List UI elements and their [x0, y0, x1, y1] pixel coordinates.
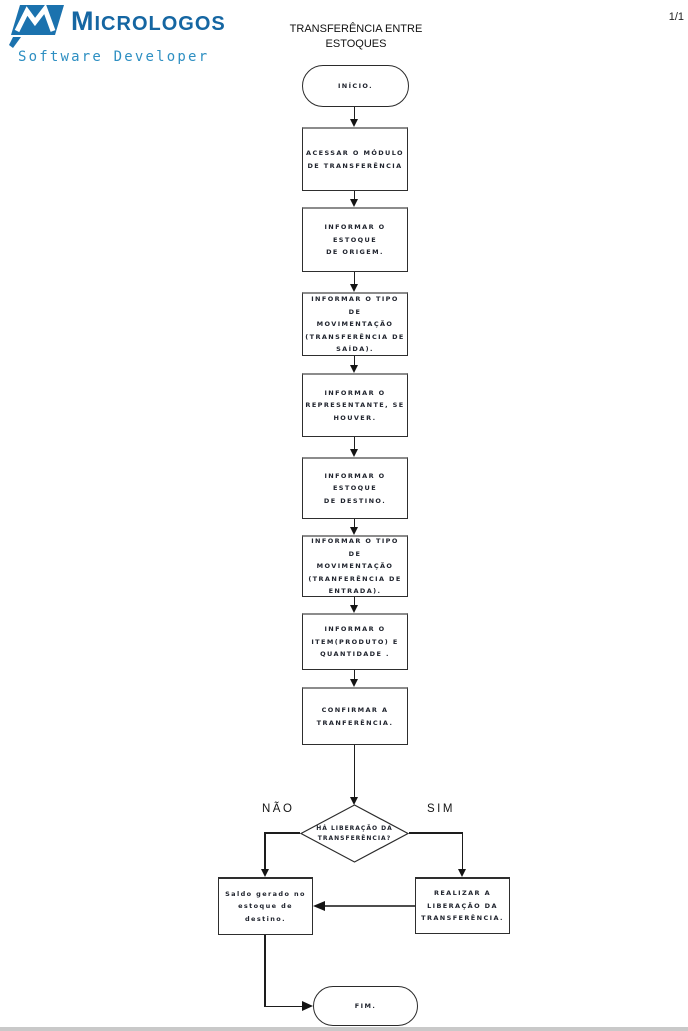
page-number: 1/1 — [668, 11, 684, 23]
process-label: INFORMAR O ITEM(PRODUTO) E QUANTIDADE . — [311, 625, 399, 659]
page-bottom-edge — [0, 1027, 688, 1031]
diamond-shape — [300, 804, 409, 863]
connector-arrowhead — [349, 527, 358, 535]
process-label: Saldo gerado no estoque de destino. — [225, 889, 306, 923]
connector-line — [353, 670, 355, 679]
process-label: INFORMAR O REPRESENTANTE, SE HOUVER. — [305, 388, 405, 422]
connector-line — [265, 832, 300, 834]
connector-line — [353, 597, 355, 605]
process-informar-estoque-destino: INFORMAR O ESTOQUE DE DESTINO. — [302, 457, 408, 519]
process-label: INFORMAR O TIPO DE MOVIMENTAÇÃO (TRANSFE… — [305, 295, 405, 354]
connector-line — [353, 356, 355, 365]
connector-line — [353, 519, 355, 527]
connector-line — [264, 935, 266, 1007]
process-acessar-modulo: ACESSAR O MÓDULO DE TRANSFERÊNCIA — [302, 127, 408, 191]
connector-arrowhead — [349, 797, 358, 805]
connector-arrowhead — [313, 901, 325, 911]
logo-icon — [9, 4, 64, 48]
process-label: INFORMAR O TIPO DE MOVIMENTAÇÃO (TRANFER… — [308, 537, 402, 596]
connector-line — [353, 745, 355, 797]
label-nao: NÃO — [262, 803, 295, 815]
connector-arrowhead — [349, 605, 358, 613]
brand-tagline: Software Developer — [18, 49, 210, 65]
process-informar-representante: INFORMAR O REPRESENTANTE, SE HOUVER. — [302, 373, 408, 437]
process-informar-tipo-movimentacao-entrada: INFORMAR O TIPO DE MOVIMENTAÇÃO (TRANFER… — [302, 535, 408, 597]
process-saldo-gerado: Saldo gerado no estoque de destino. — [218, 877, 313, 935]
decision-ha-liberacao: HÁ LIBERAÇÃO DA TRANSFERÊNCIA? — [300, 804, 409, 863]
process-label: ACESSAR O MÓDULO DE TRANSFERÊNCIA — [306, 149, 404, 170]
brand-name: MICROLOGOS — [71, 6, 226, 41]
process-label: INFORMAR O ESTOQUE DE ORIGEM. — [324, 223, 386, 257]
connector-arrowhead — [349, 199, 358, 207]
process-informar-estoque-origem: INFORMAR O ESTOQUE DE ORIGEM. — [302, 207, 408, 272]
terminator-start: INÍCIO. — [302, 65, 409, 107]
connector-line — [325, 905, 415, 907]
process-informar-tipo-movimentacao-saida: INFORMAR O TIPO DE MOVIMENTAÇÃO (TRANSFE… — [302, 292, 408, 356]
connector-line — [264, 1005, 303, 1007]
brand-rest: ICROLOGOS — [94, 13, 226, 35]
connector-line — [461, 832, 463, 869]
terminator-end: FIM. — [313, 986, 418, 1026]
logo: MICROLOGOS Software Developer — [8, 4, 238, 65]
connector-line — [353, 272, 355, 284]
process-label: CONFIRMAR A TRANFERÊNCIA. — [316, 706, 394, 727]
brand-initial: M — [71, 6, 95, 36]
connector-line — [264, 832, 266, 869]
connector-line — [409, 832, 463, 834]
page-title: TRANSFERÊNCIA ENTRE ESTOQUES — [289, 23, 423, 50]
terminator-start-label: INÍCIO. — [337, 81, 374, 90]
process-realizar-liberacao: REALIZAR A LIBERAÇÃO DA TRANSFERÊNCIA. — [415, 877, 510, 934]
connector-line — [353, 107, 355, 119]
connector-line — [353, 437, 355, 449]
process-informar-item-quantidade: INFORMAR O ITEM(PRODUTO) E QUANTIDADE . — [302, 613, 408, 670]
connector-arrowhead — [349, 119, 358, 127]
connector-arrowhead — [260, 869, 269, 877]
connector-arrowhead — [349, 449, 358, 457]
connector-arrowhead — [349, 365, 358, 373]
connector-line — [353, 191, 355, 199]
process-confirmar-transferencia: CONFIRMAR A TRANFERÊNCIA. — [302, 687, 408, 745]
connector-arrowhead — [302, 1001, 313, 1011]
connector-arrowhead — [349, 284, 358, 292]
label-sim: SIM — [427, 803, 455, 815]
process-label: INFORMAR O ESTOQUE DE DESTINO. — [323, 471, 387, 505]
process-label: REALIZAR A LIBERAÇÃO DA TRANSFERÊNCIA. — [421, 889, 504, 923]
decision-question: HÁ LIBERAÇÃO DA TRANSFERÊNCIA? — [316, 824, 393, 842]
terminator-end-label: FIM. — [354, 1001, 377, 1010]
connector-arrowhead — [457, 869, 466, 877]
connector-arrowhead — [349, 679, 358, 687]
